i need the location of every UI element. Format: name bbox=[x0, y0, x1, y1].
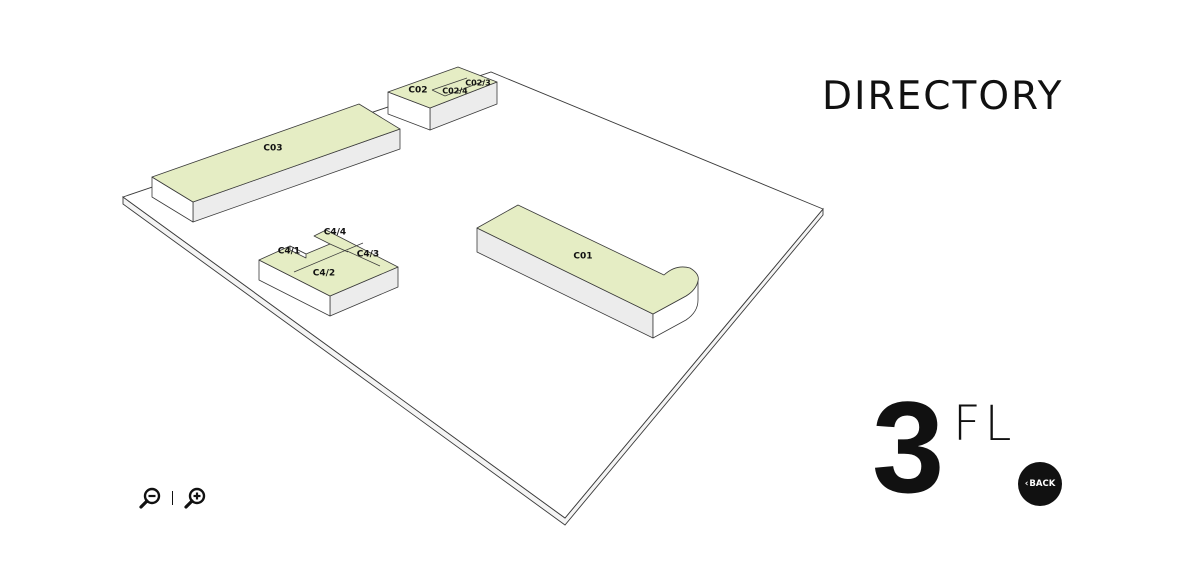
back-button[interactable]: ‹ BACK bbox=[1018, 462, 1062, 506]
back-button-label: BACK bbox=[1029, 479, 1056, 489]
room-c02-divider-1 bbox=[431, 77, 468, 91]
room-c4-notch-side bbox=[289, 245, 307, 259]
room-c01-top[interactable] bbox=[476, 204, 699, 315]
floor-suffix: FL bbox=[953, 396, 1016, 452]
zoom-divider bbox=[172, 491, 173, 505]
room-c02-top[interactable] bbox=[387, 66, 498, 109]
back-chevron-icon: ‹ bbox=[1024, 479, 1029, 489]
zoom-controls bbox=[137, 485, 208, 511]
room-c03-top[interactable] bbox=[151, 103, 401, 203]
room-c4-divider-2 bbox=[346, 250, 381, 267]
zoom-out-button[interactable] bbox=[137, 485, 163, 511]
room-c4-divider-3 bbox=[329, 243, 349, 253]
floor-number: 3 bbox=[872, 374, 945, 520]
zoom-in-icon bbox=[184, 487, 206, 509]
room-c02-group[interactable]: C02 C02/3 C02/4 bbox=[387, 66, 498, 131]
zoom-out-icon bbox=[139, 487, 161, 509]
room-c03[interactable]: C03 bbox=[151, 103, 401, 223]
room-c4-divider-1 bbox=[293, 242, 364, 273]
floor-slab bbox=[122, 71, 824, 519]
zoom-in-button[interactable] bbox=[182, 485, 208, 511]
room-c02-divider-2 bbox=[444, 80, 485, 97]
room-c02-divider-3 bbox=[431, 89, 446, 97]
page-title: DIRECTORY bbox=[822, 74, 1064, 119]
